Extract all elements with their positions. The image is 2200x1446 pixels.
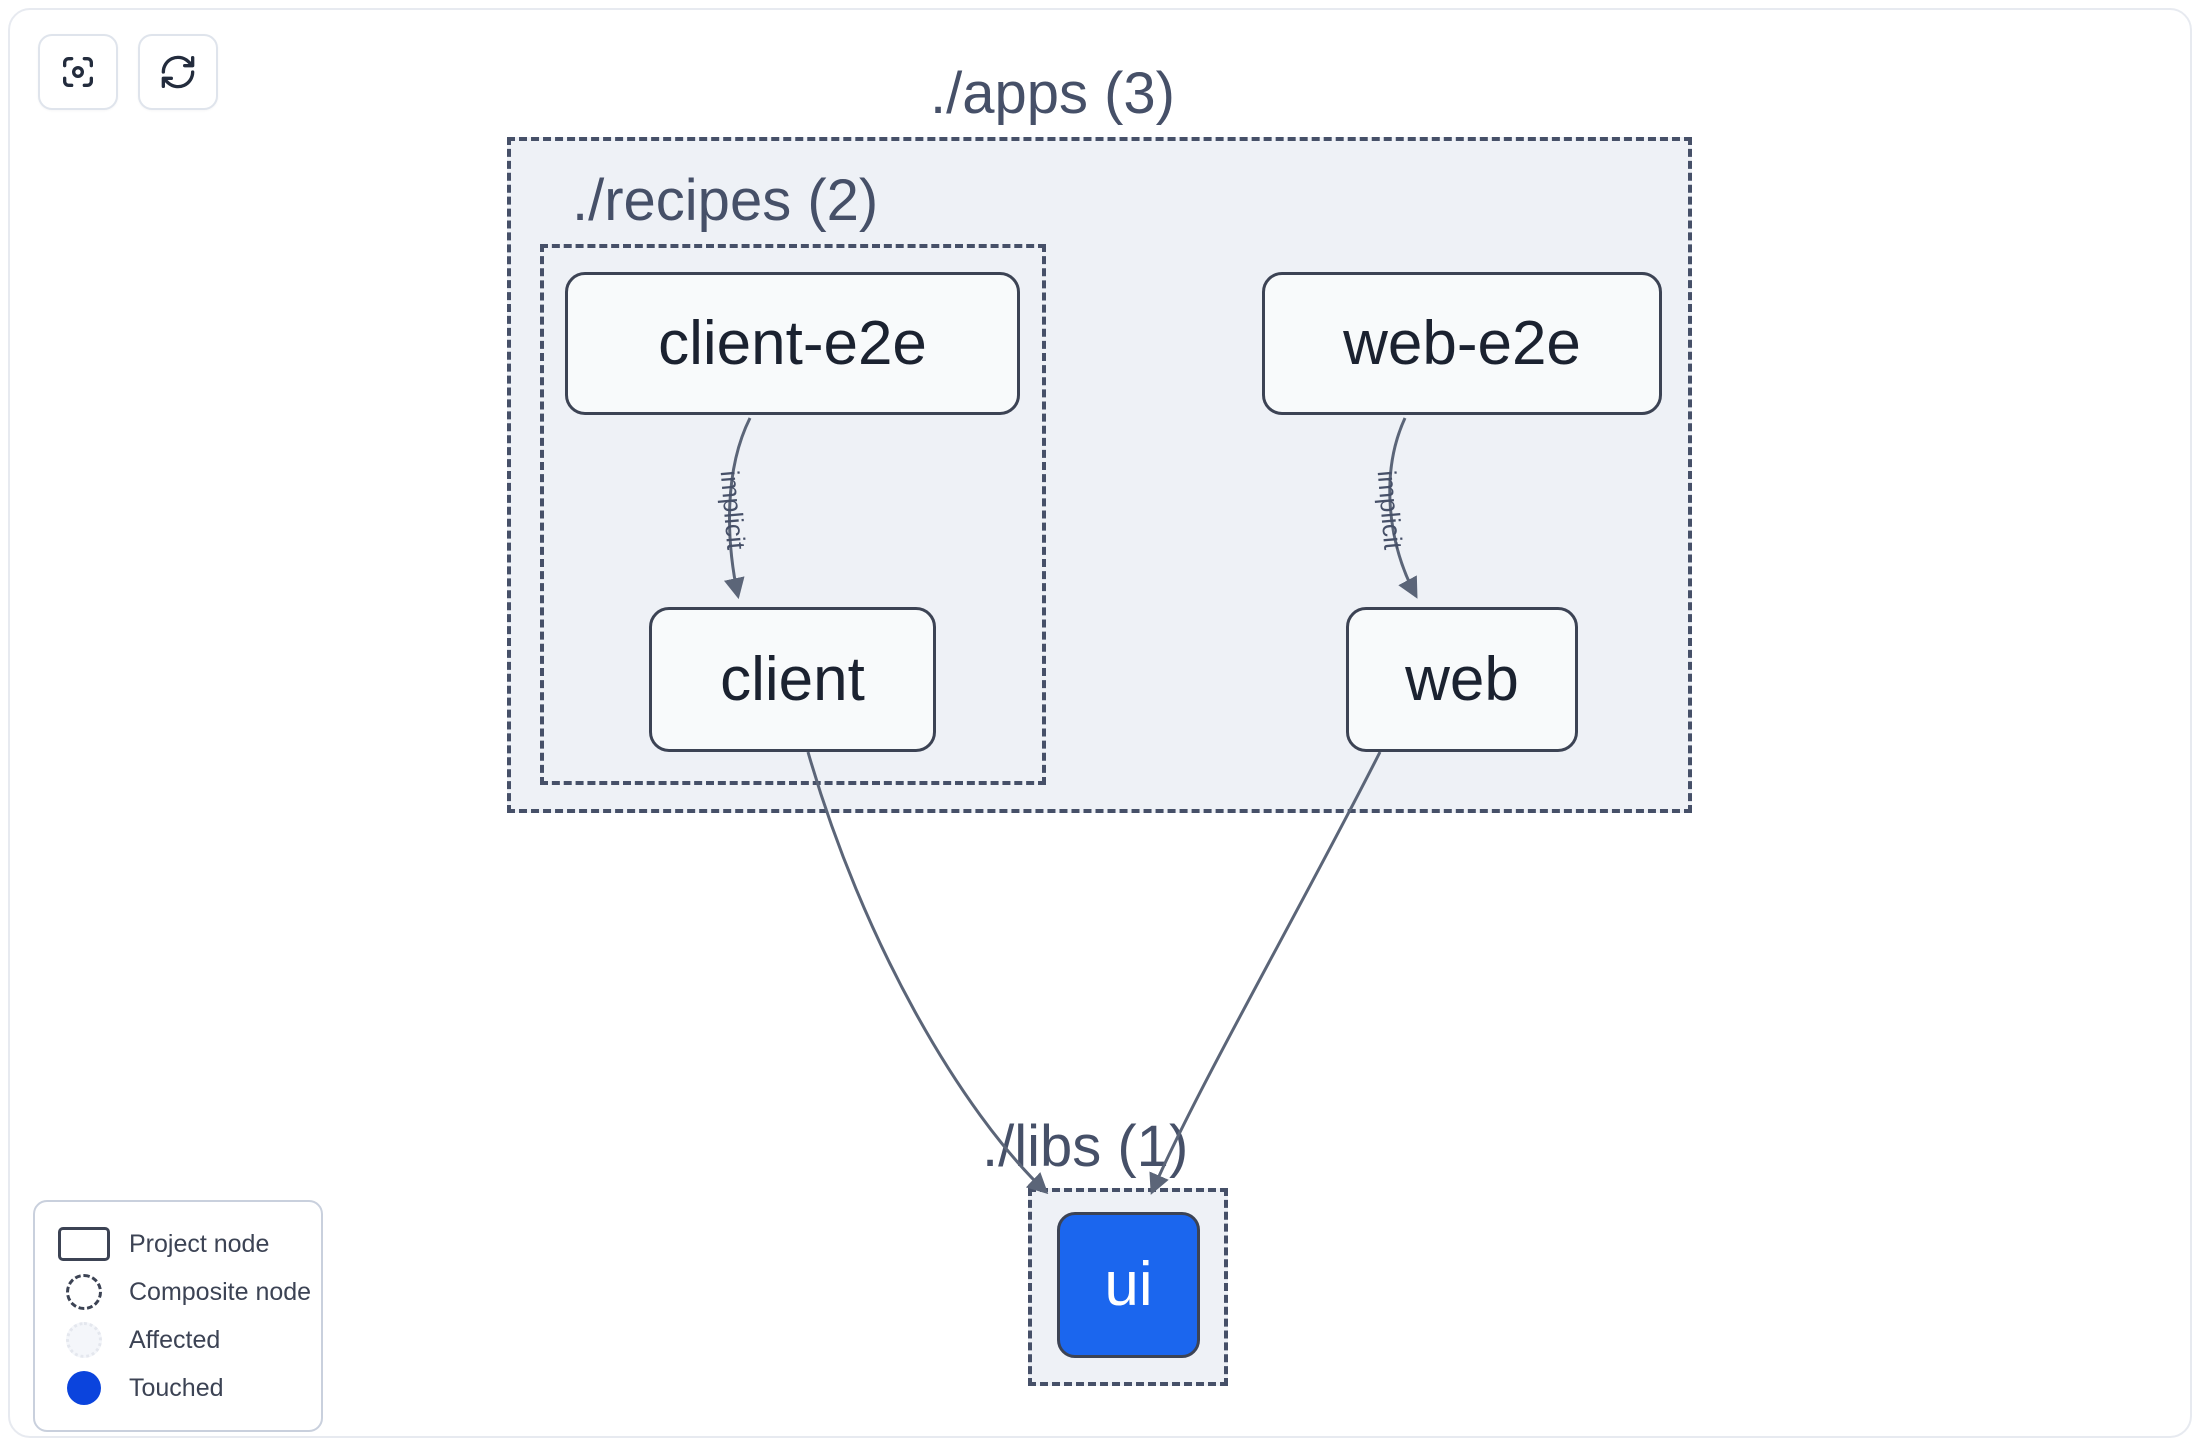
- refresh-graph-button[interactable]: [138, 34, 218, 110]
- project-node-client-e2e[interactable]: client-e2e: [565, 272, 1020, 415]
- project-node-label: web-e2e: [1343, 308, 1581, 378]
- project-node-label: ui: [1104, 1250, 1153, 1319]
- refresh-icon: [158, 52, 198, 92]
- legend-item-touched: Touched: [57, 1364, 301, 1412]
- project-node-label: web: [1405, 644, 1519, 714]
- composite-label-recipes: ./recipes (2): [572, 168, 879, 233]
- composite-label-libs: ./libs (1): [982, 1114, 1189, 1179]
- project-node-label: client-e2e: [658, 308, 927, 378]
- viewfinder-focus-icon: [58, 52, 98, 92]
- project-node-swatch: [57, 1226, 111, 1262]
- legend-item-affected: Affected: [57, 1316, 301, 1364]
- affected-swatch: [57, 1322, 111, 1358]
- legend-item-label: Touched: [129, 1373, 224, 1402]
- touched-swatch: [57, 1370, 111, 1406]
- focus-graph-button[interactable]: [38, 34, 118, 110]
- graph-toolbar: [38, 34, 218, 110]
- legend-item-label: Project node: [129, 1229, 270, 1258]
- project-node-label: client: [720, 644, 865, 714]
- project-node-ui[interactable]: ui: [1057, 1212, 1200, 1358]
- legend-item-label: Composite node: [129, 1277, 312, 1306]
- graph-legend: Project node Composite node Affected Tou…: [33, 1200, 323, 1432]
- project-node-web-e2e[interactable]: web-e2e: [1262, 272, 1662, 415]
- project-node-client[interactable]: client: [649, 607, 936, 752]
- composite-node-swatch: [57, 1274, 111, 1310]
- composite-label-apps: ./apps (3): [930, 61, 1175, 126]
- legend-item-composite-node: Composite node: [57, 1268, 311, 1316]
- legend-item-label: Affected: [129, 1325, 221, 1354]
- project-node-web[interactable]: web: [1346, 607, 1578, 752]
- legend-item-project-node: Project node: [57, 1220, 301, 1268]
